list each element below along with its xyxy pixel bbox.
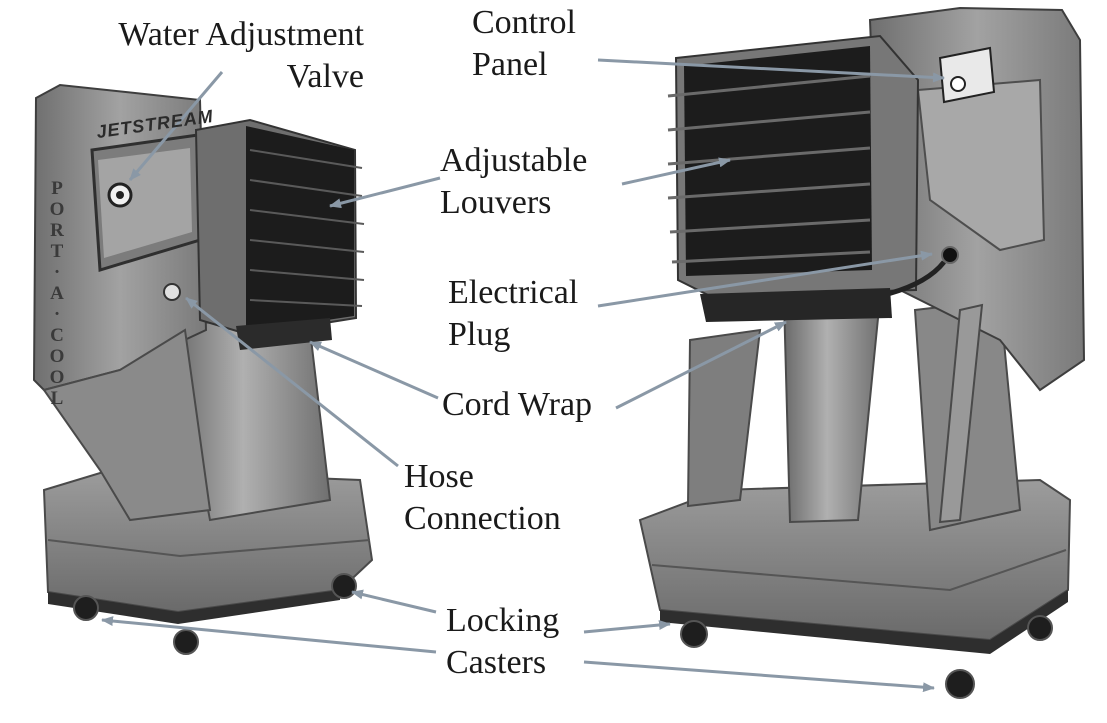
label-line: Water Adjustment [118,16,364,53]
side-logo-letter: R [50,220,64,241]
right-casters [680,615,1053,699]
label-line: Cord Wrap [442,386,593,423]
right-cord-wrap [700,288,892,322]
label-line: Locking [446,602,560,639]
right-cooler-unit [638,6,1086,699]
right-louvers [667,74,871,264]
label-locking-casters: Locking Casters [446,600,559,684]
label-water-adjustment-valve: Water Adjustment Valve [96,14,364,98]
left-louvers [249,149,365,307]
label-adjustable-louvers: Adjustable Louvers [440,140,587,224]
control-panel-plate [938,46,996,104]
side-logo-letter: O [49,346,65,367]
arrow-casters-right-1 [583,620,671,634]
label-line: Adjustable [440,142,588,179]
label-control-panel: Control Panel [472,2,576,86]
label-line: Hose [404,458,474,495]
label-line: Valve [286,58,364,95]
electrical-plug [941,246,959,264]
arrow-water-valve [128,71,224,181]
side-logo-letter: L [50,388,64,409]
label-cord-wrap: Cord Wrap [442,384,592,426]
label-line: Casters [446,644,547,681]
arrow-cord-wrap-right [615,320,787,410]
side-logo-letter: O [49,199,65,220]
hose-connector [163,283,181,301]
right-grille [684,46,872,276]
label-line: Connection [404,500,561,537]
left-casters [73,573,357,655]
arrow-casters-left-1 [351,589,437,614]
label-electrical-plug: Electrical Plug [448,272,578,356]
side-logo-letter: P [51,178,63,199]
label-hose-connection: Hose Connection [404,456,561,540]
side-logo-letter: A [50,283,64,304]
side-logo-letter: O [49,367,65,388]
label-line: Panel [472,46,548,83]
label-line: Control [472,4,576,41]
arrow-louvers-right [621,157,731,186]
side-logo-letter: C [50,325,64,346]
arrow-control-panel [597,58,945,83]
arrow-casters-right-2 [583,660,935,693]
label-line: Louvers [440,184,552,221]
side-logo-letter: · [53,304,61,325]
arrow-hose-connection [185,296,399,468]
side-logo-letter: T [50,241,64,262]
callout-arrows [101,58,945,693]
left-grille [246,126,354,332]
label-line: Plug [448,316,511,353]
left-cooler-unit [32,83,374,655]
side-logo-letter: · [53,262,61,283]
control-panel-knob [950,76,966,92]
arrow-cord-wrap-left [309,340,439,400]
label-line: Electrical [448,274,579,311]
arrow-casters-left-2 [101,616,437,654]
arrow-electrical-plug [597,250,933,308]
arrow-louvers-left [329,176,441,209]
left-cord-wrap [236,318,332,350]
